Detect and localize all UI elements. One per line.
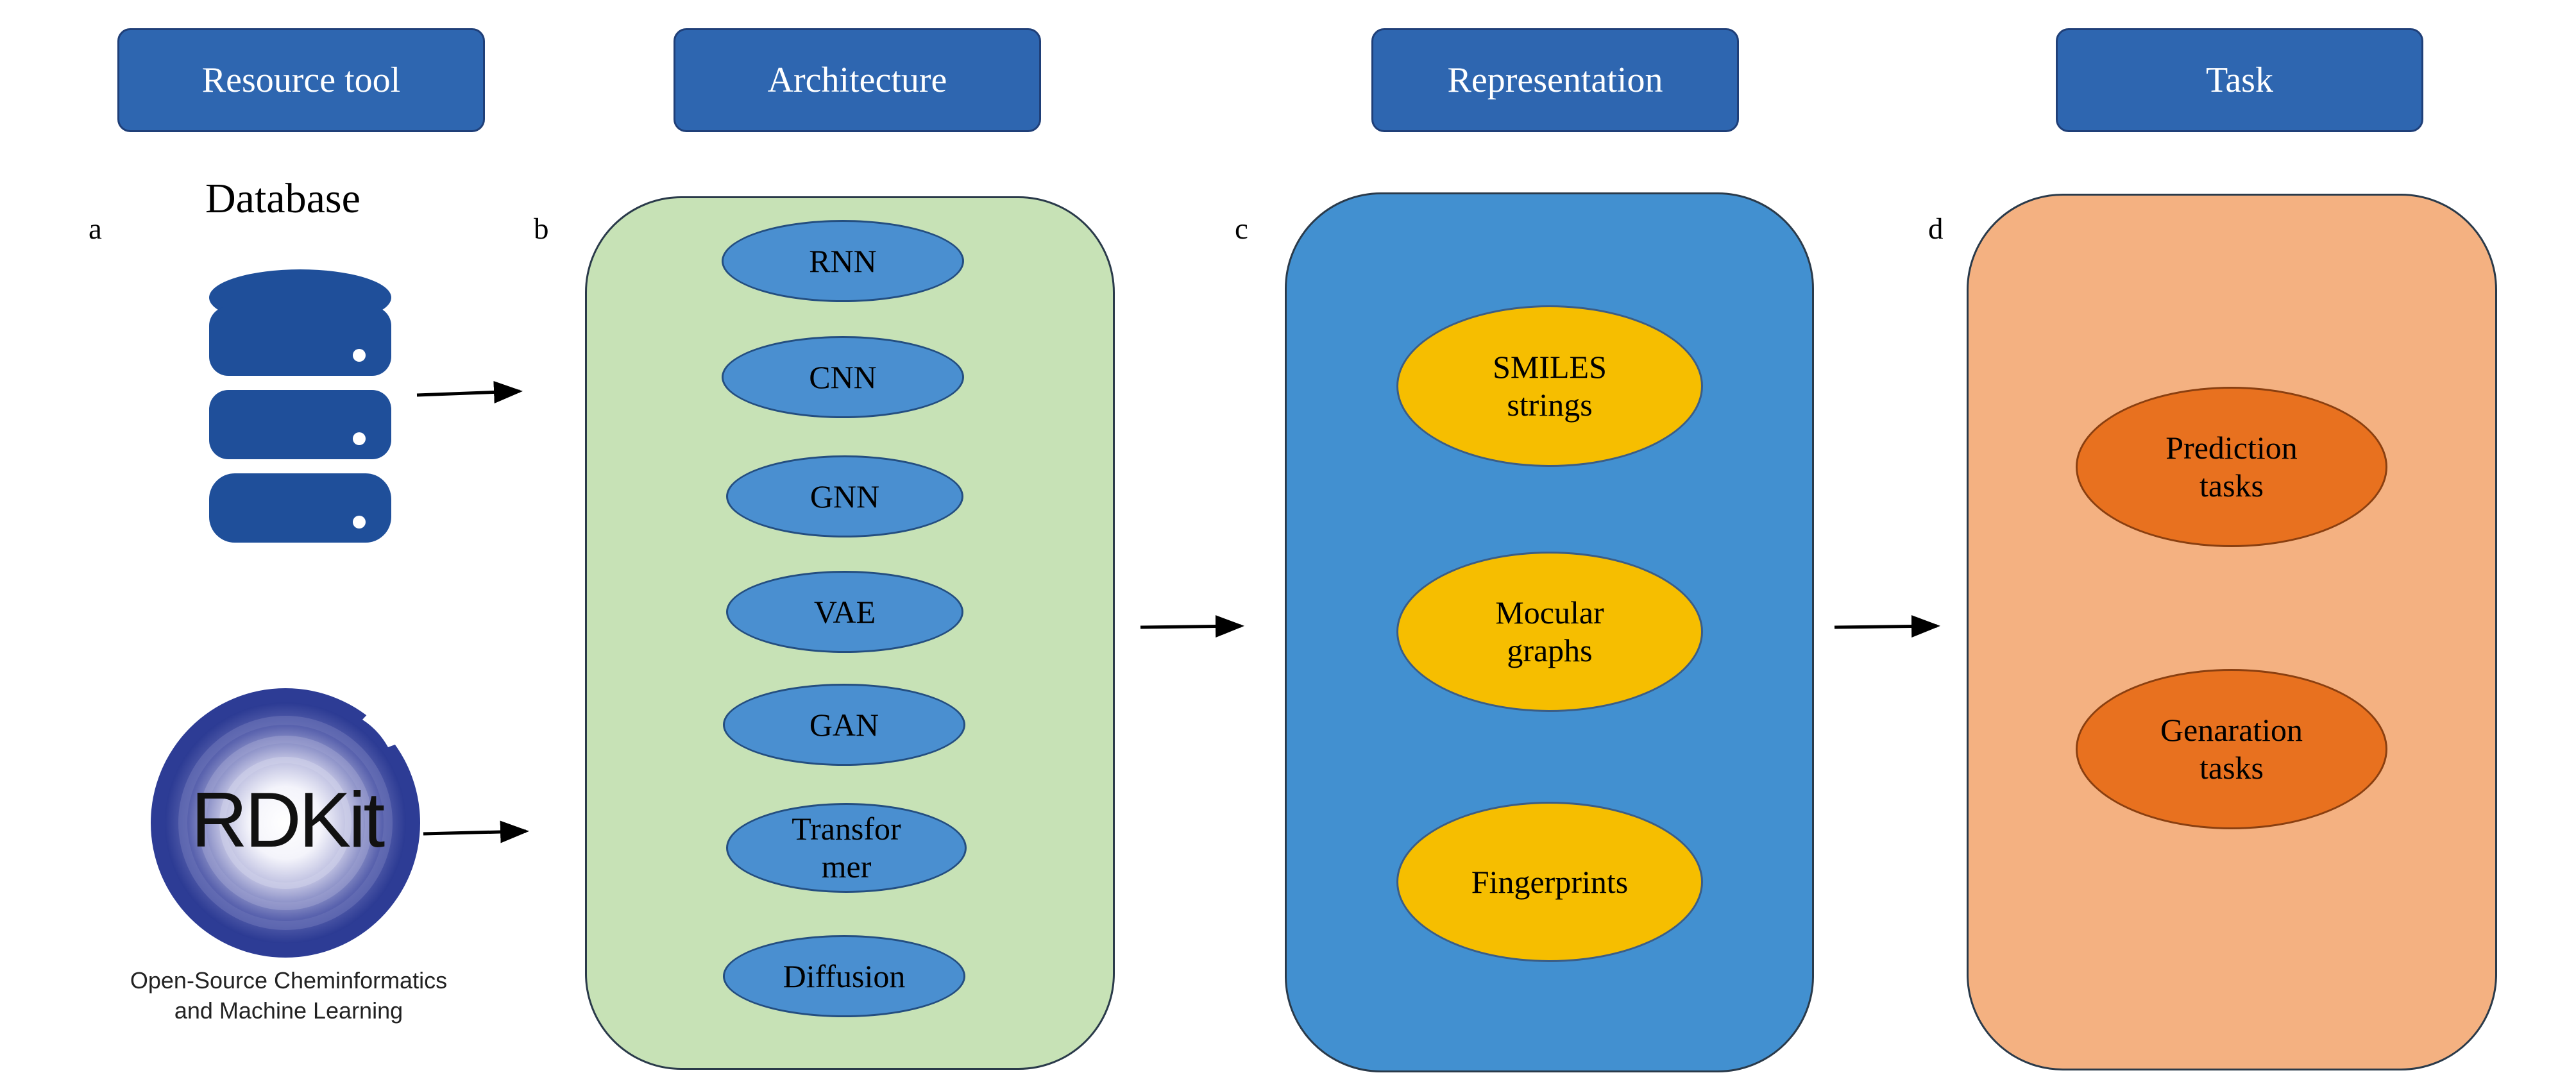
task-node-prediction: Prediction tasks: [2076, 387, 2387, 547]
rdkit-caption: Open-Source Cheminformatics and Machine …: [122, 965, 455, 1026]
header-task: Task: [2056, 28, 2423, 132]
header-resource-tool: Resource tool: [117, 28, 485, 132]
rdkit-logo-icon: [151, 688, 420, 958]
rdkit-logo-text: RDKit: [191, 776, 385, 863]
architecture-node-rnn: RNN: [722, 220, 964, 302]
arrow-rdkit-to-architecture: [423, 820, 529, 843]
architecture-node-gnn: GNN: [726, 455, 963, 537]
architecture-node-cnn: CNN: [722, 336, 964, 418]
representation-node-smiles: SMILES strings: [1396, 305, 1703, 467]
header-architecture: Architecture: [674, 28, 1041, 132]
architecture-node-vae: VAE: [726, 571, 963, 653]
database-label: Database: [205, 175, 360, 222]
label-b: b: [534, 212, 549, 246]
architecture-node-diffusion: Diffusion: [723, 935, 965, 1017]
arrow-database-to-architecture: [416, 381, 523, 403]
rdkit-caption-line1: Open-Source Cheminformatics: [130, 967, 448, 994]
representation-node-molecular-graphs: Mocular graphs: [1396, 552, 1703, 712]
header-representation: Representation: [1371, 28, 1739, 132]
architecture-node-transformer: Transfor mer: [726, 803, 967, 893]
label-d: d: [1928, 212, 1944, 246]
database-icon: [209, 269, 391, 543]
label-a: a: [89, 212, 102, 246]
label-c: c: [1235, 212, 1248, 246]
task-panel: [1967, 194, 2497, 1070]
arrow-representation-to-task: [1834, 615, 1940, 638]
arrow-architecture-to-representation: [1140, 615, 1244, 638]
representation-node-fingerprints: Fingerprints: [1396, 802, 1703, 962]
rdkit-caption-line2: and Machine Learning: [174, 997, 403, 1024]
architecture-node-gan: GAN: [723, 684, 965, 766]
task-node-generation: Genaration tasks: [2076, 669, 2387, 829]
